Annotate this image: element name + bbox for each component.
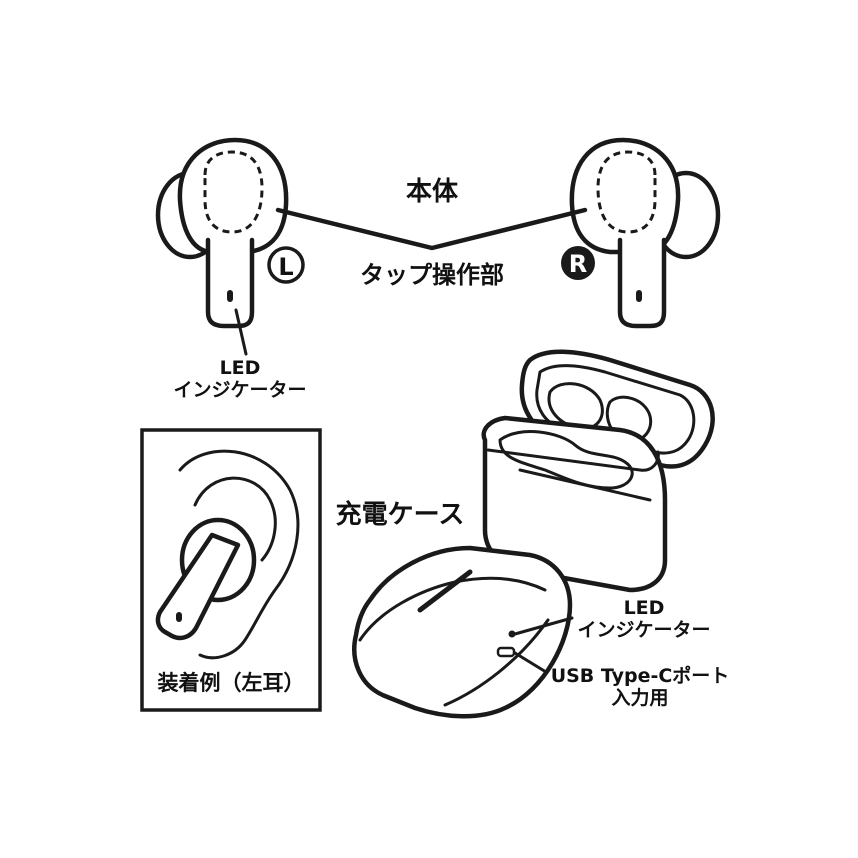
earbud-led-leader xyxy=(234,308,248,356)
label-usb-1: USB Type-Cポート xyxy=(551,664,730,687)
usb-leader xyxy=(513,651,548,674)
right-badge-label: R xyxy=(569,250,587,278)
left-badge-label: L xyxy=(278,253,293,281)
right-badge: R xyxy=(561,246,595,280)
label-body: 本体 xyxy=(406,177,459,207)
label-case-led-1: LED xyxy=(624,597,665,619)
label-earbud-led-1: LED xyxy=(220,357,261,379)
label-tap-area: タップ操作部 xyxy=(360,261,504,289)
charging-case-closed xyxy=(352,545,573,719)
left-earbud xyxy=(155,137,289,329)
case-led-leader xyxy=(513,616,574,636)
earbud-led-dot-left xyxy=(227,290,233,302)
right-earbud xyxy=(569,137,721,329)
label-charging-case: 充電ケース xyxy=(336,499,465,530)
label-wearing-example: 装着例（左耳） xyxy=(158,671,305,695)
label-usb-2: 入力用 xyxy=(611,686,668,709)
wearing-example-box: 装着例（左耳） xyxy=(140,428,322,712)
label-earbud-led-2: インジケーター xyxy=(173,379,306,401)
left-badge: L xyxy=(267,246,305,284)
earbud-led-dot-right xyxy=(636,290,642,302)
label-case-led-2: インジケーター xyxy=(577,619,710,641)
charging-case-open xyxy=(481,349,715,593)
tap-area-leader-lines xyxy=(275,207,588,251)
